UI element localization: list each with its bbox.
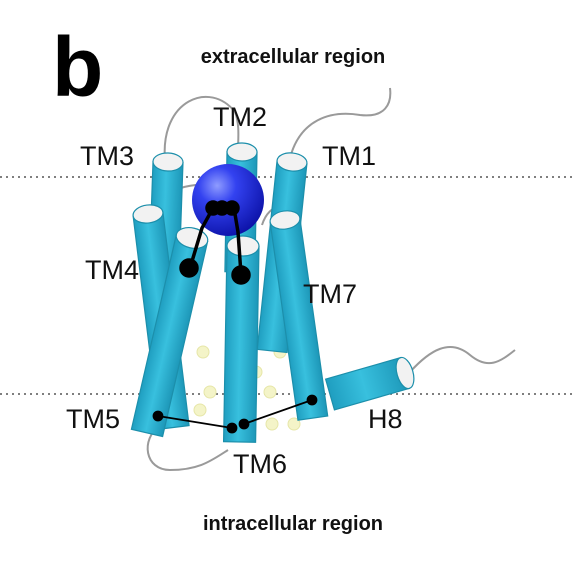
dot — [265, 417, 279, 431]
dot — [203, 385, 217, 399]
label-tm6: TM6 — [233, 449, 287, 479]
c-terminus-loop — [409, 345, 516, 373]
dot — [193, 403, 207, 417]
panel-letter: b — [52, 20, 103, 114]
label-h8: H8 — [368, 404, 403, 434]
dot — [287, 417, 301, 431]
n-terminus-loop — [289, 87, 392, 159]
contact-dot — [226, 422, 238, 434]
label-tm2: TM2 — [213, 102, 267, 132]
dot — [196, 345, 210, 359]
extracellular-region-label: extracellular region — [201, 46, 386, 68]
contact-dot — [224, 200, 240, 216]
intracellular-region-label: intracellular region — [203, 513, 383, 535]
contact-dot — [231, 265, 251, 285]
dot — [263, 385, 277, 399]
ecl1-loop — [163, 95, 240, 161]
label-tm5: TM5 — [66, 404, 120, 434]
contact-dot — [306, 394, 318, 406]
helix-tm6 — [222, 235, 260, 443]
contact-dot — [179, 258, 199, 278]
helix-tm7 — [269, 210, 329, 421]
ligand-sphere — [192, 164, 264, 236]
label-tm4: TM4 — [85, 255, 139, 285]
label-tm1: TM1 — [322, 141, 376, 171]
label-tm3: TM3 — [80, 141, 134, 171]
icl-loop-tm5-tm6 — [146, 424, 229, 472]
contact-line — [232, 207, 243, 275]
helix-h8 — [324, 356, 415, 411]
ligand-contacts — [179, 200, 251, 285]
label-tm7: TM7 — [303, 279, 357, 309]
contact-dot — [238, 418, 250, 430]
intracellular-contacts — [152, 394, 318, 434]
contact-dot — [152, 410, 164, 422]
